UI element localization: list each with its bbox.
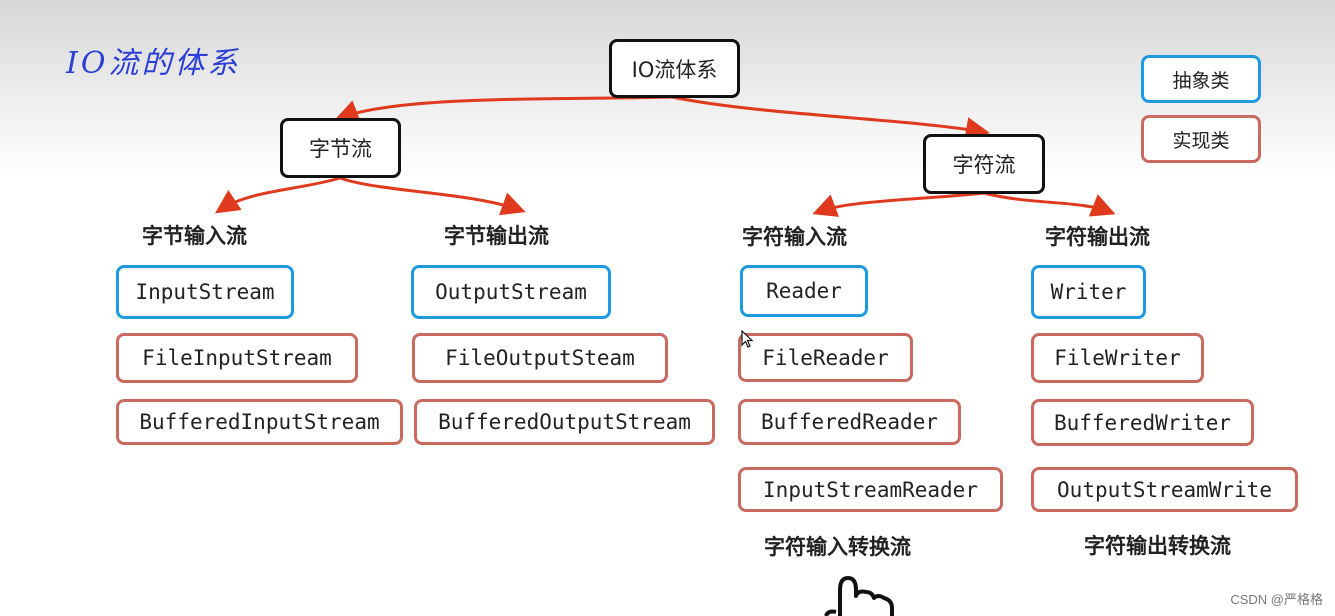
fileoutputsteam-box: FileOutputSteam — [412, 333, 668, 383]
writer-box: Writer — [1031, 265, 1146, 319]
arrow-byte-to-output — [339, 176, 526, 216]
inputstreamreader-box: InputStreamReader — [738, 467, 1003, 512]
byte-input-label: 字节输入流 — [142, 224, 247, 248]
byte-output-label: 字节输出流 — [444, 224, 549, 248]
bufferedoutputstream-box: BufferedOutputStream — [414, 399, 715, 445]
watermark: CSDN @严格格 — [1230, 592, 1323, 607]
bufferedreader-box: BufferedReader — [738, 399, 961, 445]
outputstream-box: OutputStream — [411, 265, 611, 319]
root-node: IO流体系 — [609, 39, 740, 98]
filewriter-box: FileWriter — [1031, 333, 1204, 383]
hand-pointer-icon — [824, 576, 894, 616]
legend-impl: 实现类 — [1141, 115, 1261, 163]
char-stream-node: 字符流 — [923, 134, 1045, 194]
reader-box: Reader — [740, 265, 868, 317]
filereader-box: FileReader — [738, 333, 913, 382]
arrow-root-to-char — [671, 95, 990, 141]
char-input-conversion-label: 字符输入转换流 — [764, 535, 911, 559]
page-title: IO流的体系 — [66, 46, 241, 81]
arrow-char-to-input — [812, 191, 985, 217]
char-output-label: 字符输出流 — [1045, 225, 1150, 249]
char-input-label: 字符输入流 — [742, 225, 847, 249]
char-output-conversion-label: 字符输出转换流 — [1084, 534, 1231, 558]
bufferedinputstream-box: BufferedInputStream — [116, 399, 403, 445]
legend-abstract: 抽象类 — [1141, 55, 1261, 103]
fileinputstream-box: FileInputStream — [116, 333, 358, 383]
arrow-char-to-output — [983, 191, 1116, 217]
outputstreamwrite-box: OutputStreamWrite — [1031, 467, 1298, 512]
byte-stream-node: 字节流 — [280, 118, 401, 178]
inputstream-box: InputStream — [116, 265, 294, 319]
arrow-byte-to-input — [215, 176, 341, 214]
arrow-root-to-byte — [334, 95, 673, 123]
bufferedwriter-box: BufferedWriter — [1031, 399, 1254, 446]
mouse-pointer-icon — [741, 330, 754, 348]
